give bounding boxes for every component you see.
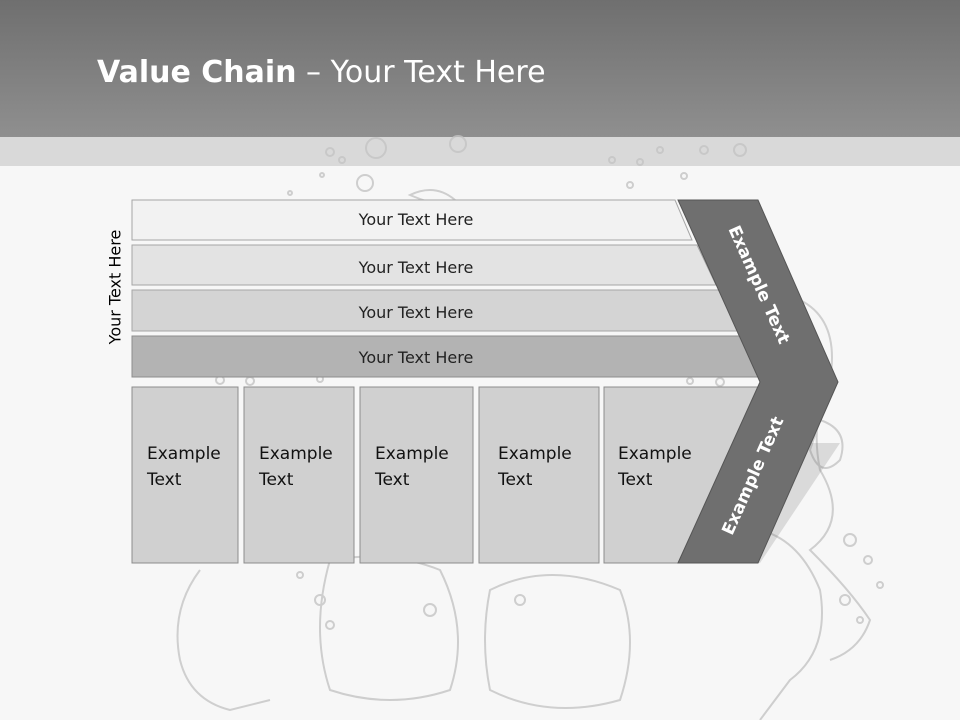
band-3: Your Text Here bbox=[131, 289, 740, 332]
band-1: Your Text Here bbox=[131, 199, 693, 241]
band-3-label: Your Text Here bbox=[358, 303, 474, 322]
column-3-line2: Text bbox=[374, 470, 410, 490]
title-rest: – Your Text Here bbox=[296, 55, 546, 90]
page-title: Value Chain – Your Text Here bbox=[97, 55, 546, 90]
column-3: Example Text bbox=[359, 386, 474, 564]
column-2-line1: Example bbox=[259, 444, 333, 464]
column-5-line2: Text bbox=[617, 470, 653, 490]
band-4: Your Text Here bbox=[131, 335, 763, 378]
column-3-line1: Example bbox=[375, 444, 449, 464]
column-4: Example Text bbox=[478, 386, 600, 564]
band-2-label: Your Text Here bbox=[358, 258, 474, 277]
column-4-line2: Text bbox=[497, 470, 533, 490]
column-5-line1: Example bbox=[618, 444, 692, 464]
header-strip bbox=[0, 137, 960, 166]
column-4-line1: Example bbox=[498, 444, 572, 464]
column-1-line2: Text bbox=[146, 470, 182, 490]
band-4-label: Your Text Here bbox=[358, 348, 474, 367]
band-1-label: Your Text Here bbox=[358, 210, 474, 229]
band-2: Your Text Here bbox=[131, 244, 717, 286]
header-bar bbox=[0, 0, 960, 137]
title-bold: Value Chain bbox=[97, 55, 297, 90]
column-1: Example Text bbox=[131, 386, 239, 564]
column-2-line2: Text bbox=[258, 470, 294, 490]
column-1-line1: Example bbox=[147, 444, 221, 464]
column-2: Example Text bbox=[243, 386, 355, 564]
